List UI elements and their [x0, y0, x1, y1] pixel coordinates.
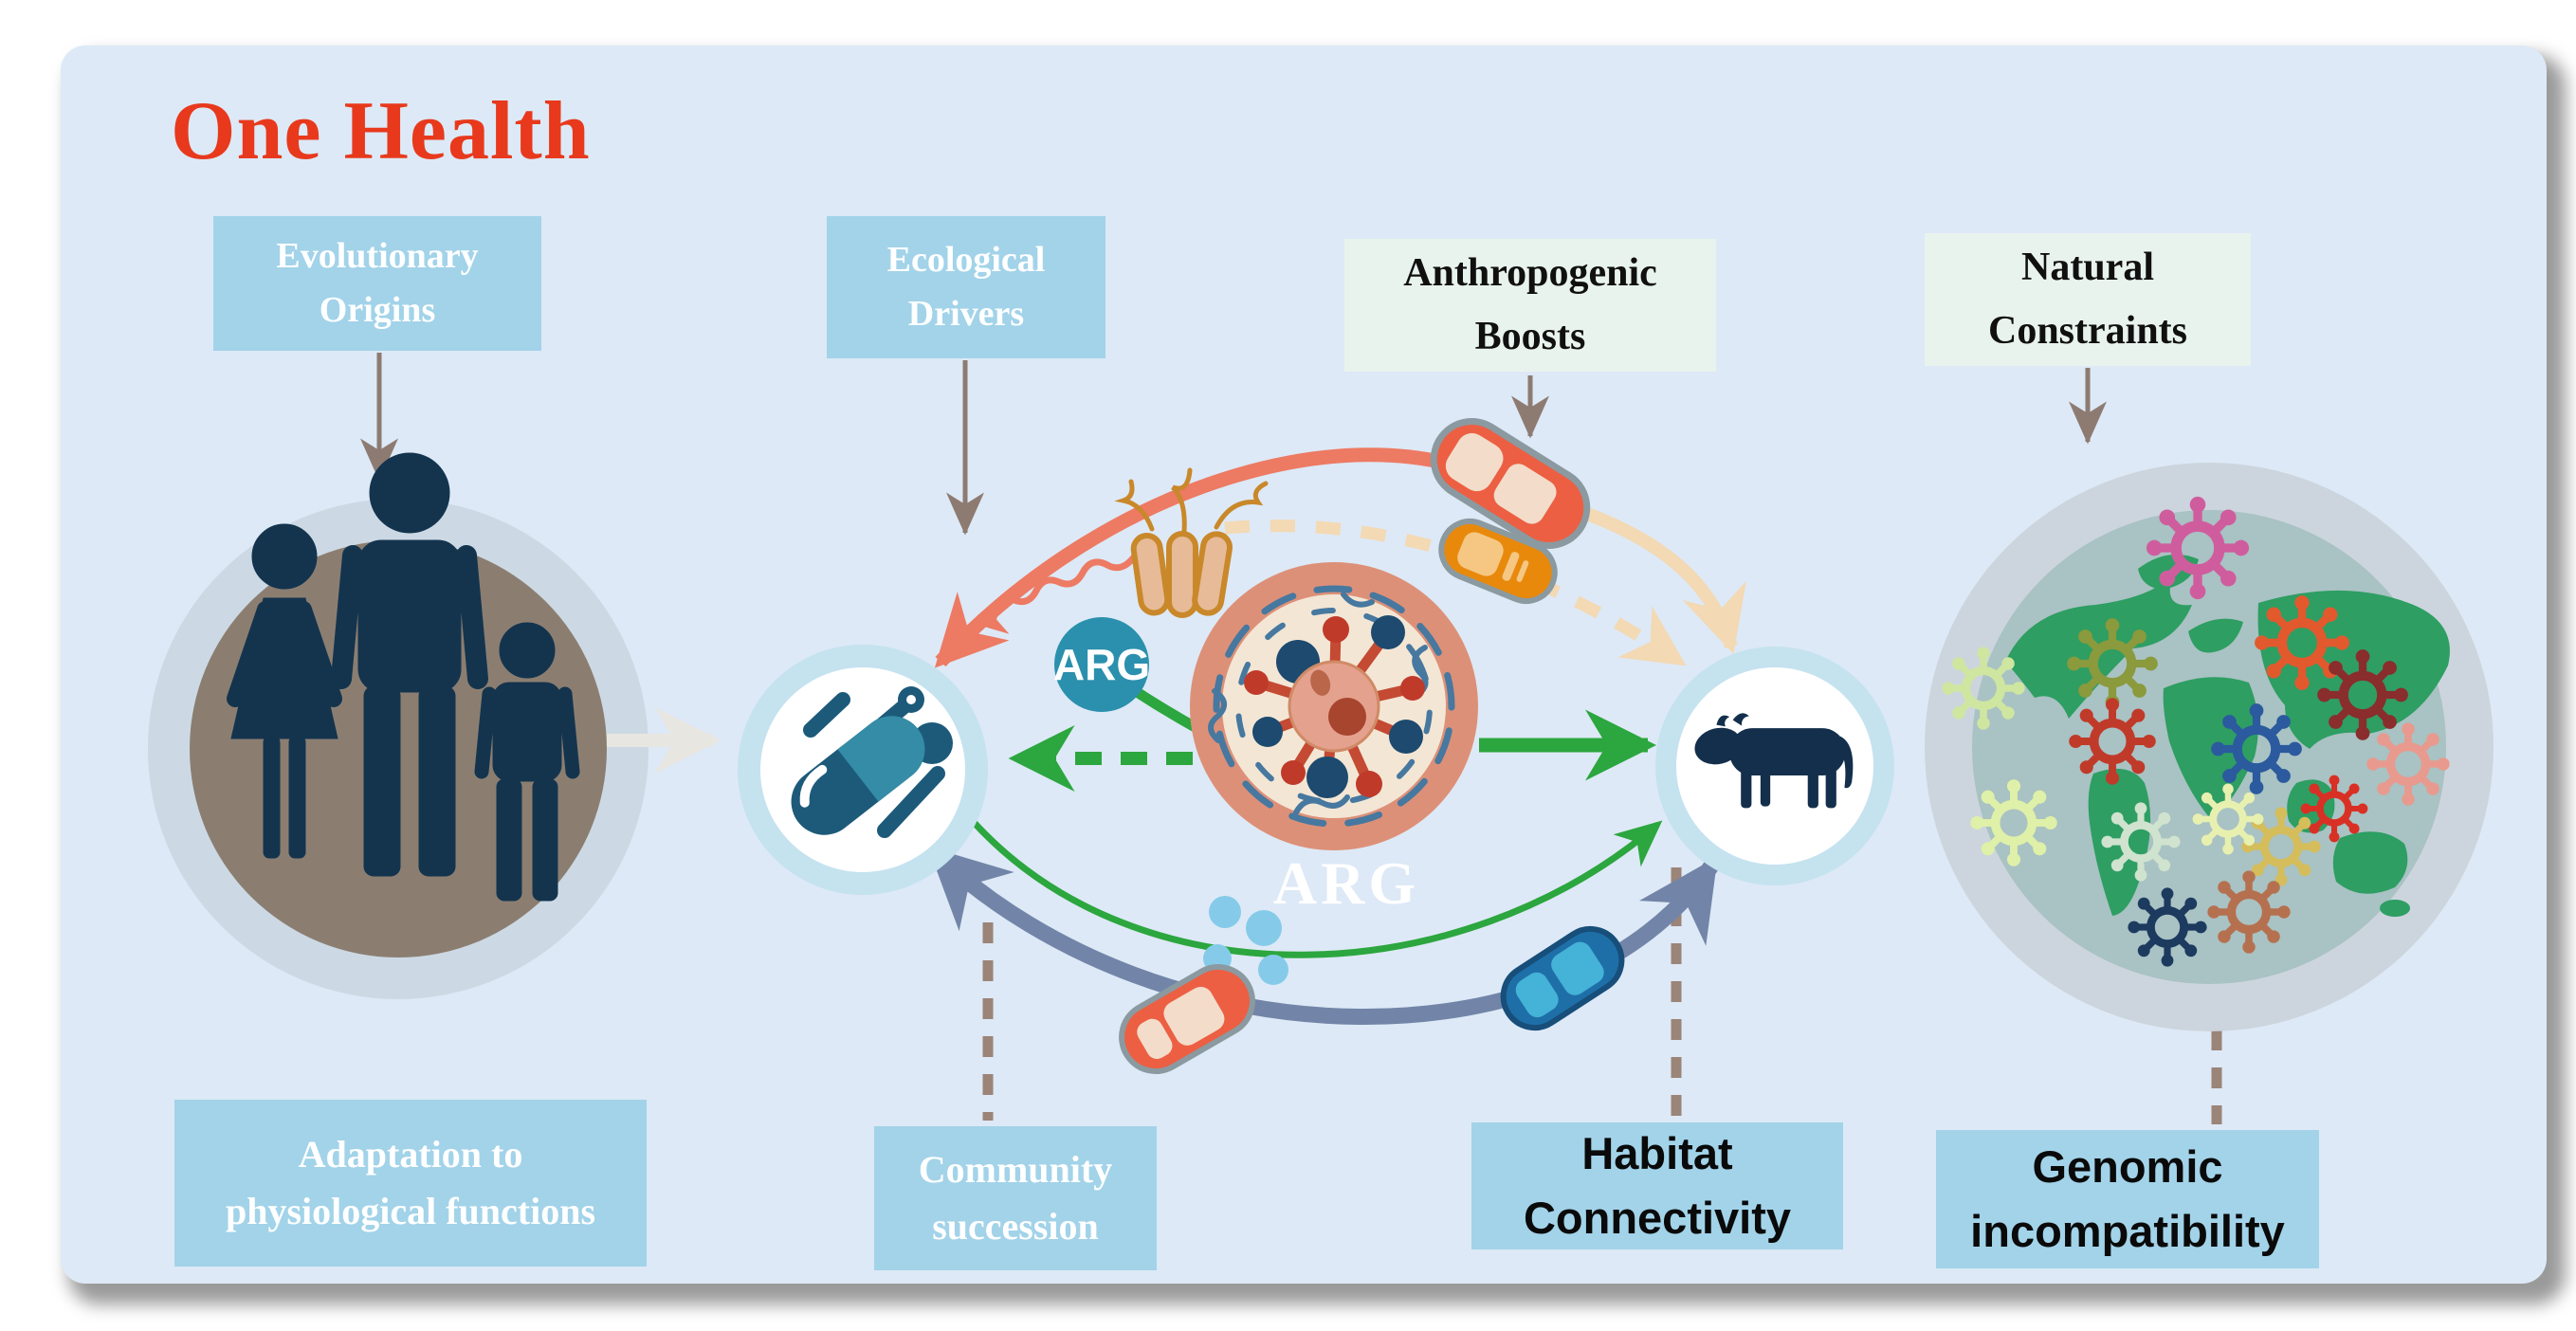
label-evolutionary-origins: Evolutionary Origins: [213, 216, 541, 351]
grayblue-bidirectional-arc: [927, 847, 1720, 1025]
green-thin-arc: [968, 816, 1663, 958]
orange-capsule-icon: [1438, 519, 1558, 604]
antibiotic-pill-icon: [791, 686, 953, 838]
cow-icon: [1694, 713, 1854, 809]
cow-circle: [1655, 647, 1894, 885]
label-community-succession: Community succession: [874, 1126, 1157, 1270]
label-arrows: [360, 353, 2107, 536]
label-genomic-incompatibility: Genomic incompatibility: [1936, 1130, 2319, 1268]
arg-center-label: ARG: [1272, 849, 1420, 917]
label-habitat-connectivity: Habitat Connectivity: [1471, 1122, 1843, 1249]
family-circle: [148, 452, 649, 999]
blue-capsule-icon: [1500, 925, 1625, 1031]
salmon-transfer-arc: [934, 447, 1488, 668]
label-natural-constraints: Natural Constraints: [1925, 233, 2251, 366]
family-icon: [227, 452, 580, 902]
page-title: One Health: [171, 85, 591, 177]
label-anthropogenic-boosts: Anthropogenic Boosts: [1344, 239, 1716, 372]
bacteria-icon: [1114, 467, 1269, 618]
red-capsule-icon: [1430, 418, 1591, 549]
label-adaptation-physiological: Adaptation to physiological functions: [174, 1100, 647, 1267]
arg-badge: [1054, 617, 1149, 712]
wavy-selection-arrow: [973, 552, 1139, 634]
arg-badge-label: ARG: [1052, 640, 1151, 689]
label-ecological-drivers: Ecological Drivers: [827, 216, 1105, 358]
globe-viruses-icon: [1925, 463, 2494, 1031]
pill-circle: [738, 645, 988, 895]
beige-transfer-arrow: [1571, 502, 1746, 655]
bottom-red-capsule-icon: [1119, 964, 1255, 1074]
microbe-plasmid-icon: [1190, 562, 1478, 850]
